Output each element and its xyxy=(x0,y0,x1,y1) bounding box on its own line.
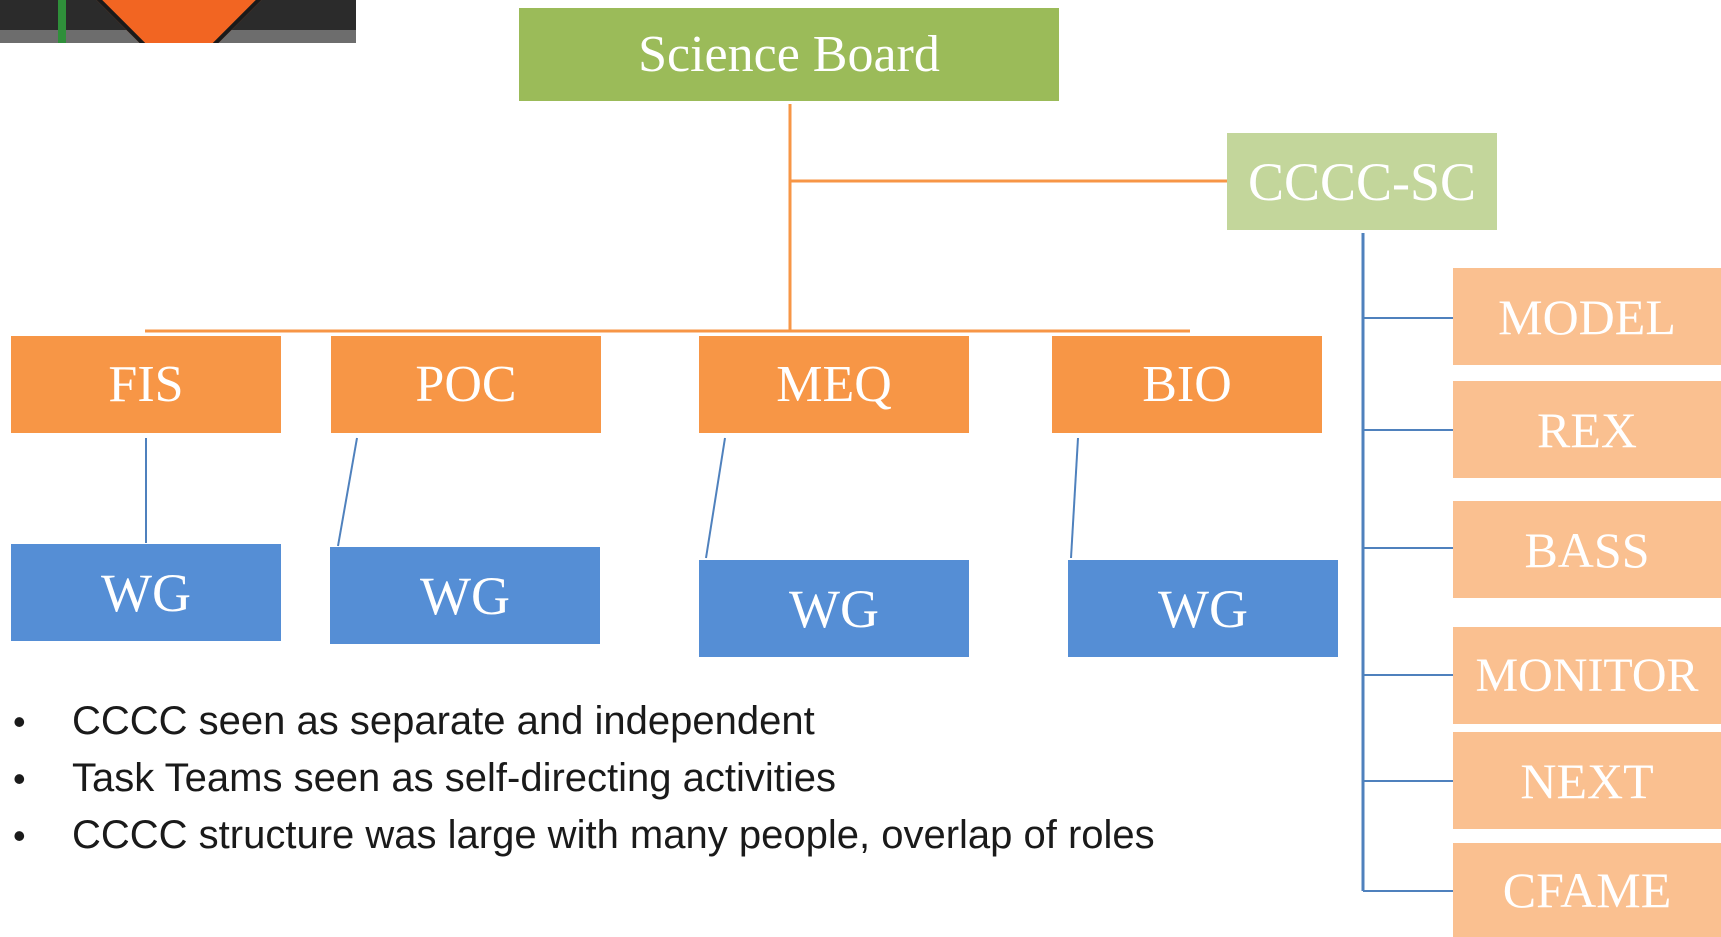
programme-label: BIO xyxy=(1142,356,1232,413)
working-group-box-meq: WG xyxy=(699,560,969,657)
working-group-label: WG xyxy=(789,578,879,639)
task-team-box-model: MODEL xyxy=(1453,268,1721,365)
sign-pole xyxy=(58,0,66,43)
poc-wg-line xyxy=(337,437,358,547)
bio-wg-line xyxy=(1070,437,1079,559)
programme-label: FIS xyxy=(108,356,184,413)
task-team-label: CFAME xyxy=(1502,862,1672,918)
programme-box-fis: FIS xyxy=(11,336,281,433)
task-team-label: REX xyxy=(1537,401,1637,458)
programme-label: POC xyxy=(415,356,517,413)
working-group-label: WG xyxy=(420,565,510,626)
working-group-box-fis: WG xyxy=(11,544,281,641)
bullet-icon: • xyxy=(13,815,26,856)
bullet-text: CCCC seen as separate and independent xyxy=(72,699,815,743)
task-team-label: MODEL xyxy=(1498,288,1676,345)
science-board-label: Science Board xyxy=(638,26,940,83)
task-team-label: BASS xyxy=(1524,521,1650,578)
meq-wg-line xyxy=(705,437,726,559)
bullet-text: CCCC structure was large with many peopl… xyxy=(72,813,1155,857)
task-team-box-next: NEXT xyxy=(1453,732,1721,829)
working-group-label: WG xyxy=(1158,578,1248,639)
programme-box-poc: POC xyxy=(331,336,601,433)
task-team-box-bass: BASS xyxy=(1453,501,1721,598)
task-team-box-rex: REX xyxy=(1453,381,1721,478)
programme-label: MEQ xyxy=(776,356,892,413)
science-board-box: Science Board xyxy=(519,8,1059,101)
programme-box-meq: MEQ xyxy=(699,336,969,433)
road-work-photo xyxy=(0,0,356,43)
bullet-item: • Task Teams seen as self-directing acti… xyxy=(0,750,1230,807)
task-team-box-cfame: CFAME xyxy=(1453,843,1721,937)
task-team-label: MONITOR xyxy=(1475,649,1699,702)
bullet-item: • CCCC structure was large with many peo… xyxy=(0,807,1172,864)
programme-box-bio: BIO xyxy=(1052,336,1322,433)
task-team-box-monitor: MONITOR xyxy=(1453,627,1721,724)
bullet-list: • CCCC seen as separate and independent … xyxy=(0,693,1230,864)
bullet-icon: • xyxy=(13,758,26,799)
task-team-label: NEXT xyxy=(1520,752,1654,809)
working-group-box-bio: WG xyxy=(1068,560,1338,657)
bullet-icon: • xyxy=(13,701,26,742)
cccc-sc-label: CCCC-SC xyxy=(1247,151,1477,212)
bullet-item: • CCCC seen as separate and independent xyxy=(0,693,1230,750)
working-group-label: WG xyxy=(101,562,191,623)
bullet-text: Task Teams seen as self-directing activi… xyxy=(72,756,837,800)
cccc-sc-box: CCCC-SC xyxy=(1227,133,1497,230)
working-group-box-poc: WG xyxy=(330,547,600,644)
